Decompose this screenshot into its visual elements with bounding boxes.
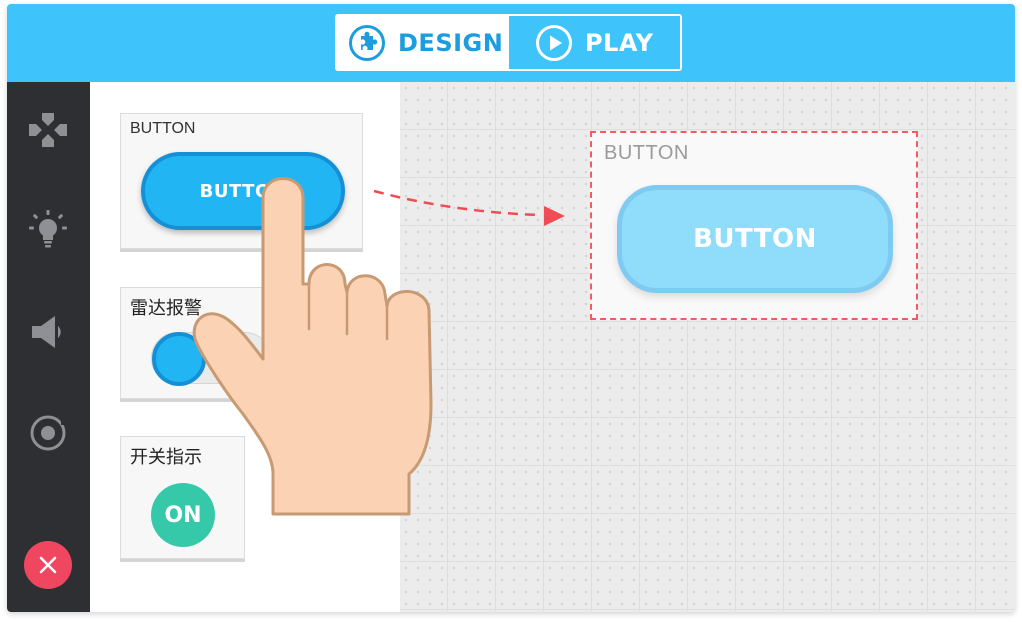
drag-arrow: [373, 189, 565, 226]
speaker-icon[interactable]: [27, 311, 69, 353]
dropped-widget-title: BUTTON: [604, 142, 689, 164]
tab-design-label: DESIGN: [398, 28, 504, 57]
widget-title: BUTTON: [130, 120, 196, 137]
puzzle-icon: [349, 24, 385, 61]
palette-button-widget[interactable]: BUTTON BUTTON: [120, 113, 363, 249]
tab-play[interactable]: PLAY: [507, 16, 680, 69]
palette-switch-indicator-widget[interactable]: 开关指示 ON: [120, 436, 245, 559]
app-window: DESIGN PLAY: [7, 4, 1015, 612]
dropped-button[interactable]: BUTTON: [617, 185, 893, 293]
tab-design[interactable]: DESIGN: [337, 16, 507, 69]
sidebar: [7, 82, 90, 612]
gamepad-icon[interactable]: [27, 109, 69, 151]
widget-title: 雷达报警: [130, 298, 202, 319]
dropped-button-widget[interactable]: BUTTON BUTTON: [590, 131, 918, 320]
close-button[interactable]: [24, 541, 72, 589]
close-icon: [39, 556, 57, 574]
play-icon: [536, 24, 572, 61]
lightbulb-icon[interactable]: [27, 209, 69, 251]
sensor-icon[interactable]: [27, 412, 69, 454]
indicator-preview: ON: [151, 483, 215, 547]
tab-play-label: PLAY: [585, 28, 654, 57]
mode-switch: DESIGN PLAY: [335, 14, 682, 71]
widget-button-preview: BUTTON: [141, 152, 345, 230]
drag-hand-icon: [192, 177, 433, 516]
top-bar: DESIGN PLAY: [7, 4, 1015, 82]
widget-title: 开关指示: [130, 447, 202, 468]
